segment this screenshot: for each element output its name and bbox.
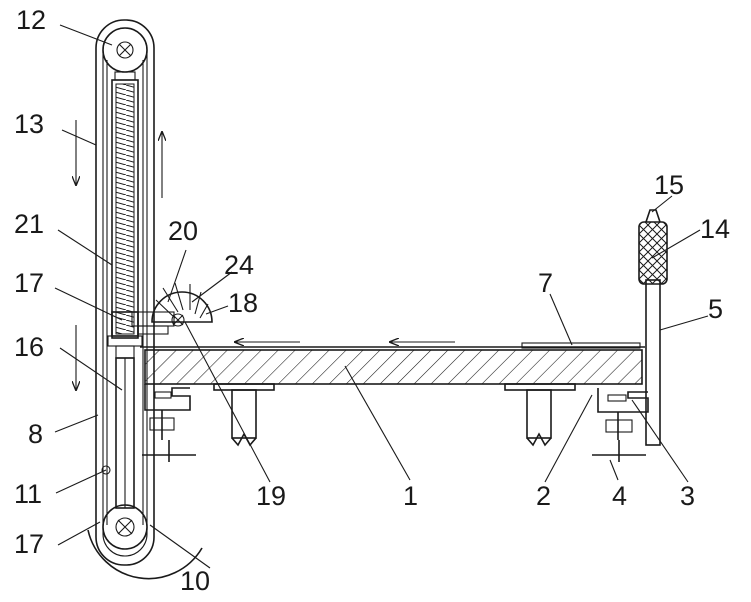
label-13: 13: [14, 109, 44, 139]
lead-screw: [111, 79, 139, 339]
label-18: 18: [228, 288, 258, 318]
label-8: 8: [28, 419, 43, 449]
clamp-left: [142, 384, 196, 462]
handle-grip: [638, 209, 668, 285]
label-21: 21: [14, 209, 44, 239]
labels: 12 13 21 17 16 8 11 17 10 20 24 18 19 1 …: [14, 5, 730, 596]
bottom-pulley: [87, 465, 203, 580]
label-5: 5: [708, 294, 723, 324]
label-17-lower: 17: [14, 529, 44, 559]
label-4: 4: [612, 481, 627, 511]
label-3: 3: [680, 481, 695, 511]
top-pulley: [102, 27, 148, 81]
saw-blade: [131, 282, 213, 335]
clamp-right: [592, 388, 649, 462]
label-2: 2: [536, 481, 551, 511]
label-19: 19: [256, 481, 286, 511]
label-1: 1: [403, 481, 418, 511]
label-24: 24: [224, 250, 254, 280]
label-14: 14: [700, 214, 730, 244]
label-7: 7: [538, 268, 553, 298]
label-10: 10: [180, 566, 210, 596]
label-17-upper: 17: [14, 268, 44, 298]
right-post: [645, 279, 661, 446]
lower-rod: [115, 357, 135, 509]
label-16: 16: [14, 332, 44, 362]
support-right: [504, 383, 576, 447]
top-strip-7: [521, 342, 641, 349]
label-20: 20: [168, 216, 198, 246]
label-15: 15: [654, 170, 684, 200]
label-12: 12: [16, 5, 46, 35]
leader-lines: [54, 24, 709, 569]
workpiece-board: [140, 346, 645, 385]
label-11: 11: [14, 479, 42, 509]
